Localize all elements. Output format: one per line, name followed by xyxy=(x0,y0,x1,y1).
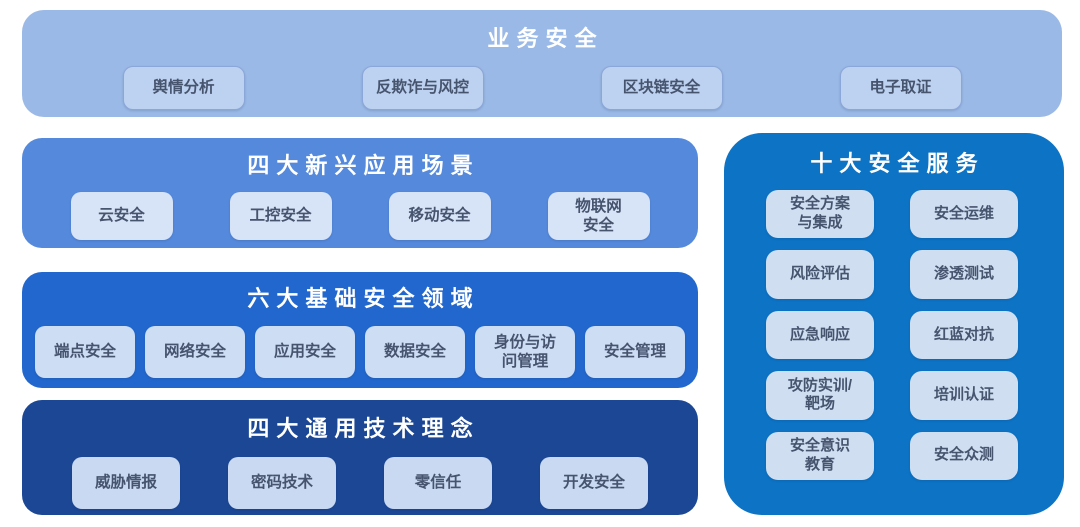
chip: 舆情分析 xyxy=(122,66,245,110)
chip: 红蓝对抗 xyxy=(910,310,1018,360)
chip-label: 工控安全 xyxy=(249,207,312,225)
chip-label: 区块链安全 xyxy=(622,79,701,97)
chip-label: 身份与访 xyxy=(493,333,556,351)
chip-label: 安全管理 xyxy=(603,343,666,361)
chip: 安全意识教育 xyxy=(766,431,874,480)
chip-label-line2: 安全 xyxy=(582,217,614,234)
chip: 应急响应 xyxy=(766,310,874,360)
chip: 电子取证 xyxy=(839,66,962,110)
band-title: 四大通用技术理念 xyxy=(247,416,480,441)
chip: 风险评估 xyxy=(766,250,874,299)
chip-label-line2: 教育 xyxy=(804,455,835,473)
chip-label: 密码技术 xyxy=(250,474,313,492)
chip-label: 渗透测试 xyxy=(933,265,994,283)
chip: 移动安全 xyxy=(388,192,491,240)
chip-label: 反欺诈与风控 xyxy=(375,79,469,97)
chip-row: 云安全 工控安全 移动安全 物联网安全 xyxy=(22,192,698,240)
chip-label: 数据安全 xyxy=(383,343,446,361)
chip: 零信任 xyxy=(384,457,492,509)
chip: 密码技术 xyxy=(228,457,336,509)
band-general-concepts: 四大通用技术理念 威胁情报 密码技术 零信任 开发安全 xyxy=(22,400,698,515)
chip-label-line2: 问管理 xyxy=(501,353,549,370)
band-title: 四大新兴应用场景 xyxy=(247,153,480,178)
chip-label: 云安全 xyxy=(98,207,145,225)
chip-label: 开发安全 xyxy=(562,474,625,492)
chip-label: 物联网 xyxy=(575,197,622,215)
chip-label: 舆情分析 xyxy=(152,79,215,97)
chip-label: 网络安全 xyxy=(163,343,226,361)
chip: 端点安全 xyxy=(35,326,135,378)
band-business-security: 业务安全 舆情分析 反欺诈与风控 区块链安全 电子取证 xyxy=(22,10,1062,117)
chip-row: 舆情分析 反欺诈与风控 区块链安全 电子取证 xyxy=(22,66,1062,110)
chip-label: 零信任 xyxy=(414,474,462,492)
chip: 安全管理 xyxy=(585,326,685,378)
chip-row: 端点安全 网络安全 应用安全 数据安全 身份与访问管理 安全管理 xyxy=(22,326,698,378)
chip: 云安全 xyxy=(70,192,173,240)
chip-label-line2: 靶场 xyxy=(804,395,835,413)
chip: 安全方案与集成 xyxy=(766,190,874,239)
chip-label: 应急响应 xyxy=(789,325,850,343)
band-basic-domains: 六大基础安全领域 端点安全 网络安全 应用安全 数据安全 身份与访问管理 安全管… xyxy=(22,272,698,388)
chip-label: 安全意识 xyxy=(789,437,850,455)
chip-row: 威胁情报 密码技术 零信任 开发安全 xyxy=(22,457,698,509)
chip: 应用安全 xyxy=(255,326,355,378)
chip-label: 应用安全 xyxy=(273,343,336,361)
chip-label: 电子取证 xyxy=(869,79,932,97)
chip-label: 移动安全 xyxy=(408,207,471,225)
chip-label: 端点安全 xyxy=(53,343,116,361)
chip: 反欺诈与风控 xyxy=(361,66,484,110)
chip: 工控安全 xyxy=(229,192,332,240)
chip: 攻防实训/靶场 xyxy=(766,371,874,420)
chip: 开发安全 xyxy=(540,457,648,509)
chip-label: 培训认证 xyxy=(933,386,994,404)
chip: 威胁情报 xyxy=(72,457,180,509)
chip: 身份与访问管理 xyxy=(475,326,575,378)
band-title: 六大基础安全领域 xyxy=(247,286,480,311)
chip: 网络安全 xyxy=(145,326,245,378)
band-emerging-scenarios: 四大新兴应用场景 云安全 工控安全 移动安全 物联网安全 xyxy=(22,138,698,248)
panel-title: 十大安全服务 xyxy=(810,151,985,176)
band-title: 业务安全 xyxy=(487,26,604,51)
panel-security-services: 十大安全服务 安全方案与集成 安全运维 风险评估 渗透测试 应急响应 红蓝对抗 … xyxy=(724,133,1064,515)
chip: 安全众测 xyxy=(910,431,1018,480)
chip-grid: 安全方案与集成 安全运维 风险评估 渗透测试 应急响应 红蓝对抗 攻防实训/靶场… xyxy=(724,178,1064,500)
chip-label: 攻防实训/ xyxy=(787,376,853,394)
chip-label: 风险评估 xyxy=(789,265,850,283)
chip-label: 安全运维 xyxy=(933,204,994,222)
chip-label: 威胁情报 xyxy=(94,474,157,492)
chip-label: 红蓝对抗 xyxy=(933,325,994,343)
chip: 安全运维 xyxy=(910,190,1018,239)
chip: 物联网安全 xyxy=(547,192,650,240)
chip: 数据安全 xyxy=(365,326,465,378)
chip-label: 安全众测 xyxy=(933,446,994,464)
chip: 区块链安全 xyxy=(600,66,723,110)
chip: 培训认证 xyxy=(910,371,1018,420)
chip: 渗透测试 xyxy=(910,250,1018,299)
chip-label-line2: 与集成 xyxy=(797,214,843,232)
chip-label: 安全方案 xyxy=(789,195,850,213)
